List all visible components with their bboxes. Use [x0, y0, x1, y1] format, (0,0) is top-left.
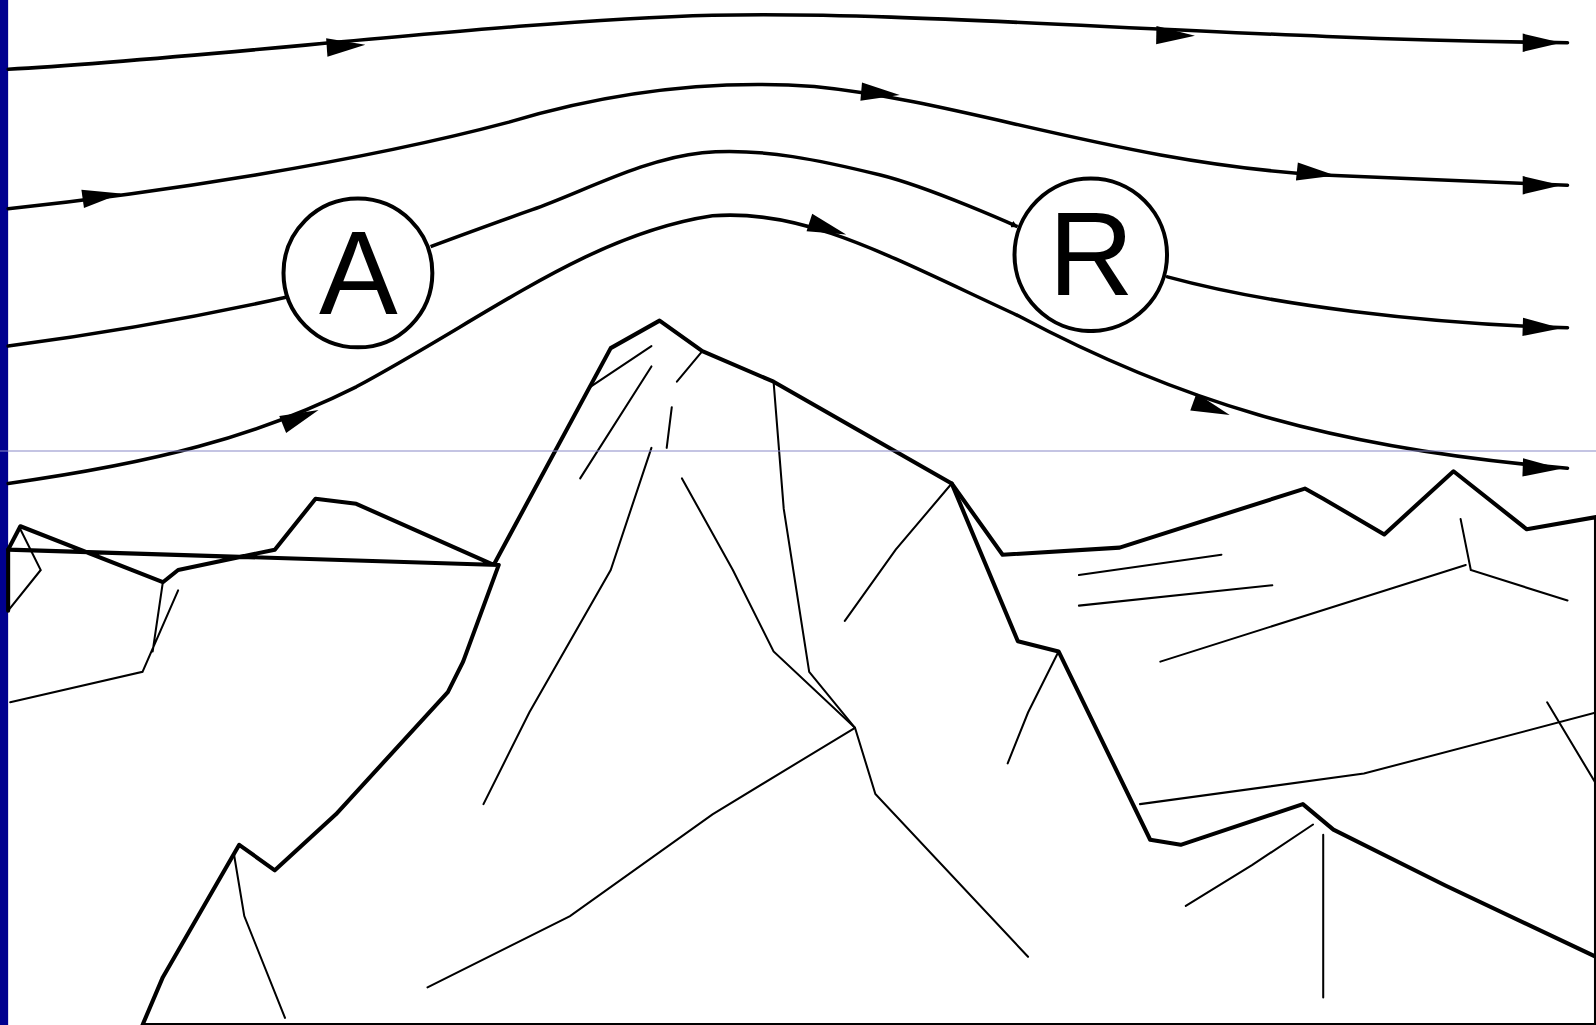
circle-outline: [1015, 178, 1168, 331]
streamline-connector: [431, 151, 1018, 246]
picture-ground: [8, 0, 1596, 1025]
circle-letter: A: [319, 214, 398, 332]
streamline: [8, 15, 1567, 484]
state-circle: A: [281, 196, 435, 350]
mountain-range: [8, 321, 1596, 1025]
circle-outline: [284, 198, 433, 347]
scan-line: [0, 450, 1596, 451]
circle-letter: R: [1049, 195, 1134, 313]
mountain-detail: [8, 346, 1596, 1018]
state-circle: R: [1012, 176, 1170, 334]
flow-arrowhead: [81, 26, 1561, 478]
